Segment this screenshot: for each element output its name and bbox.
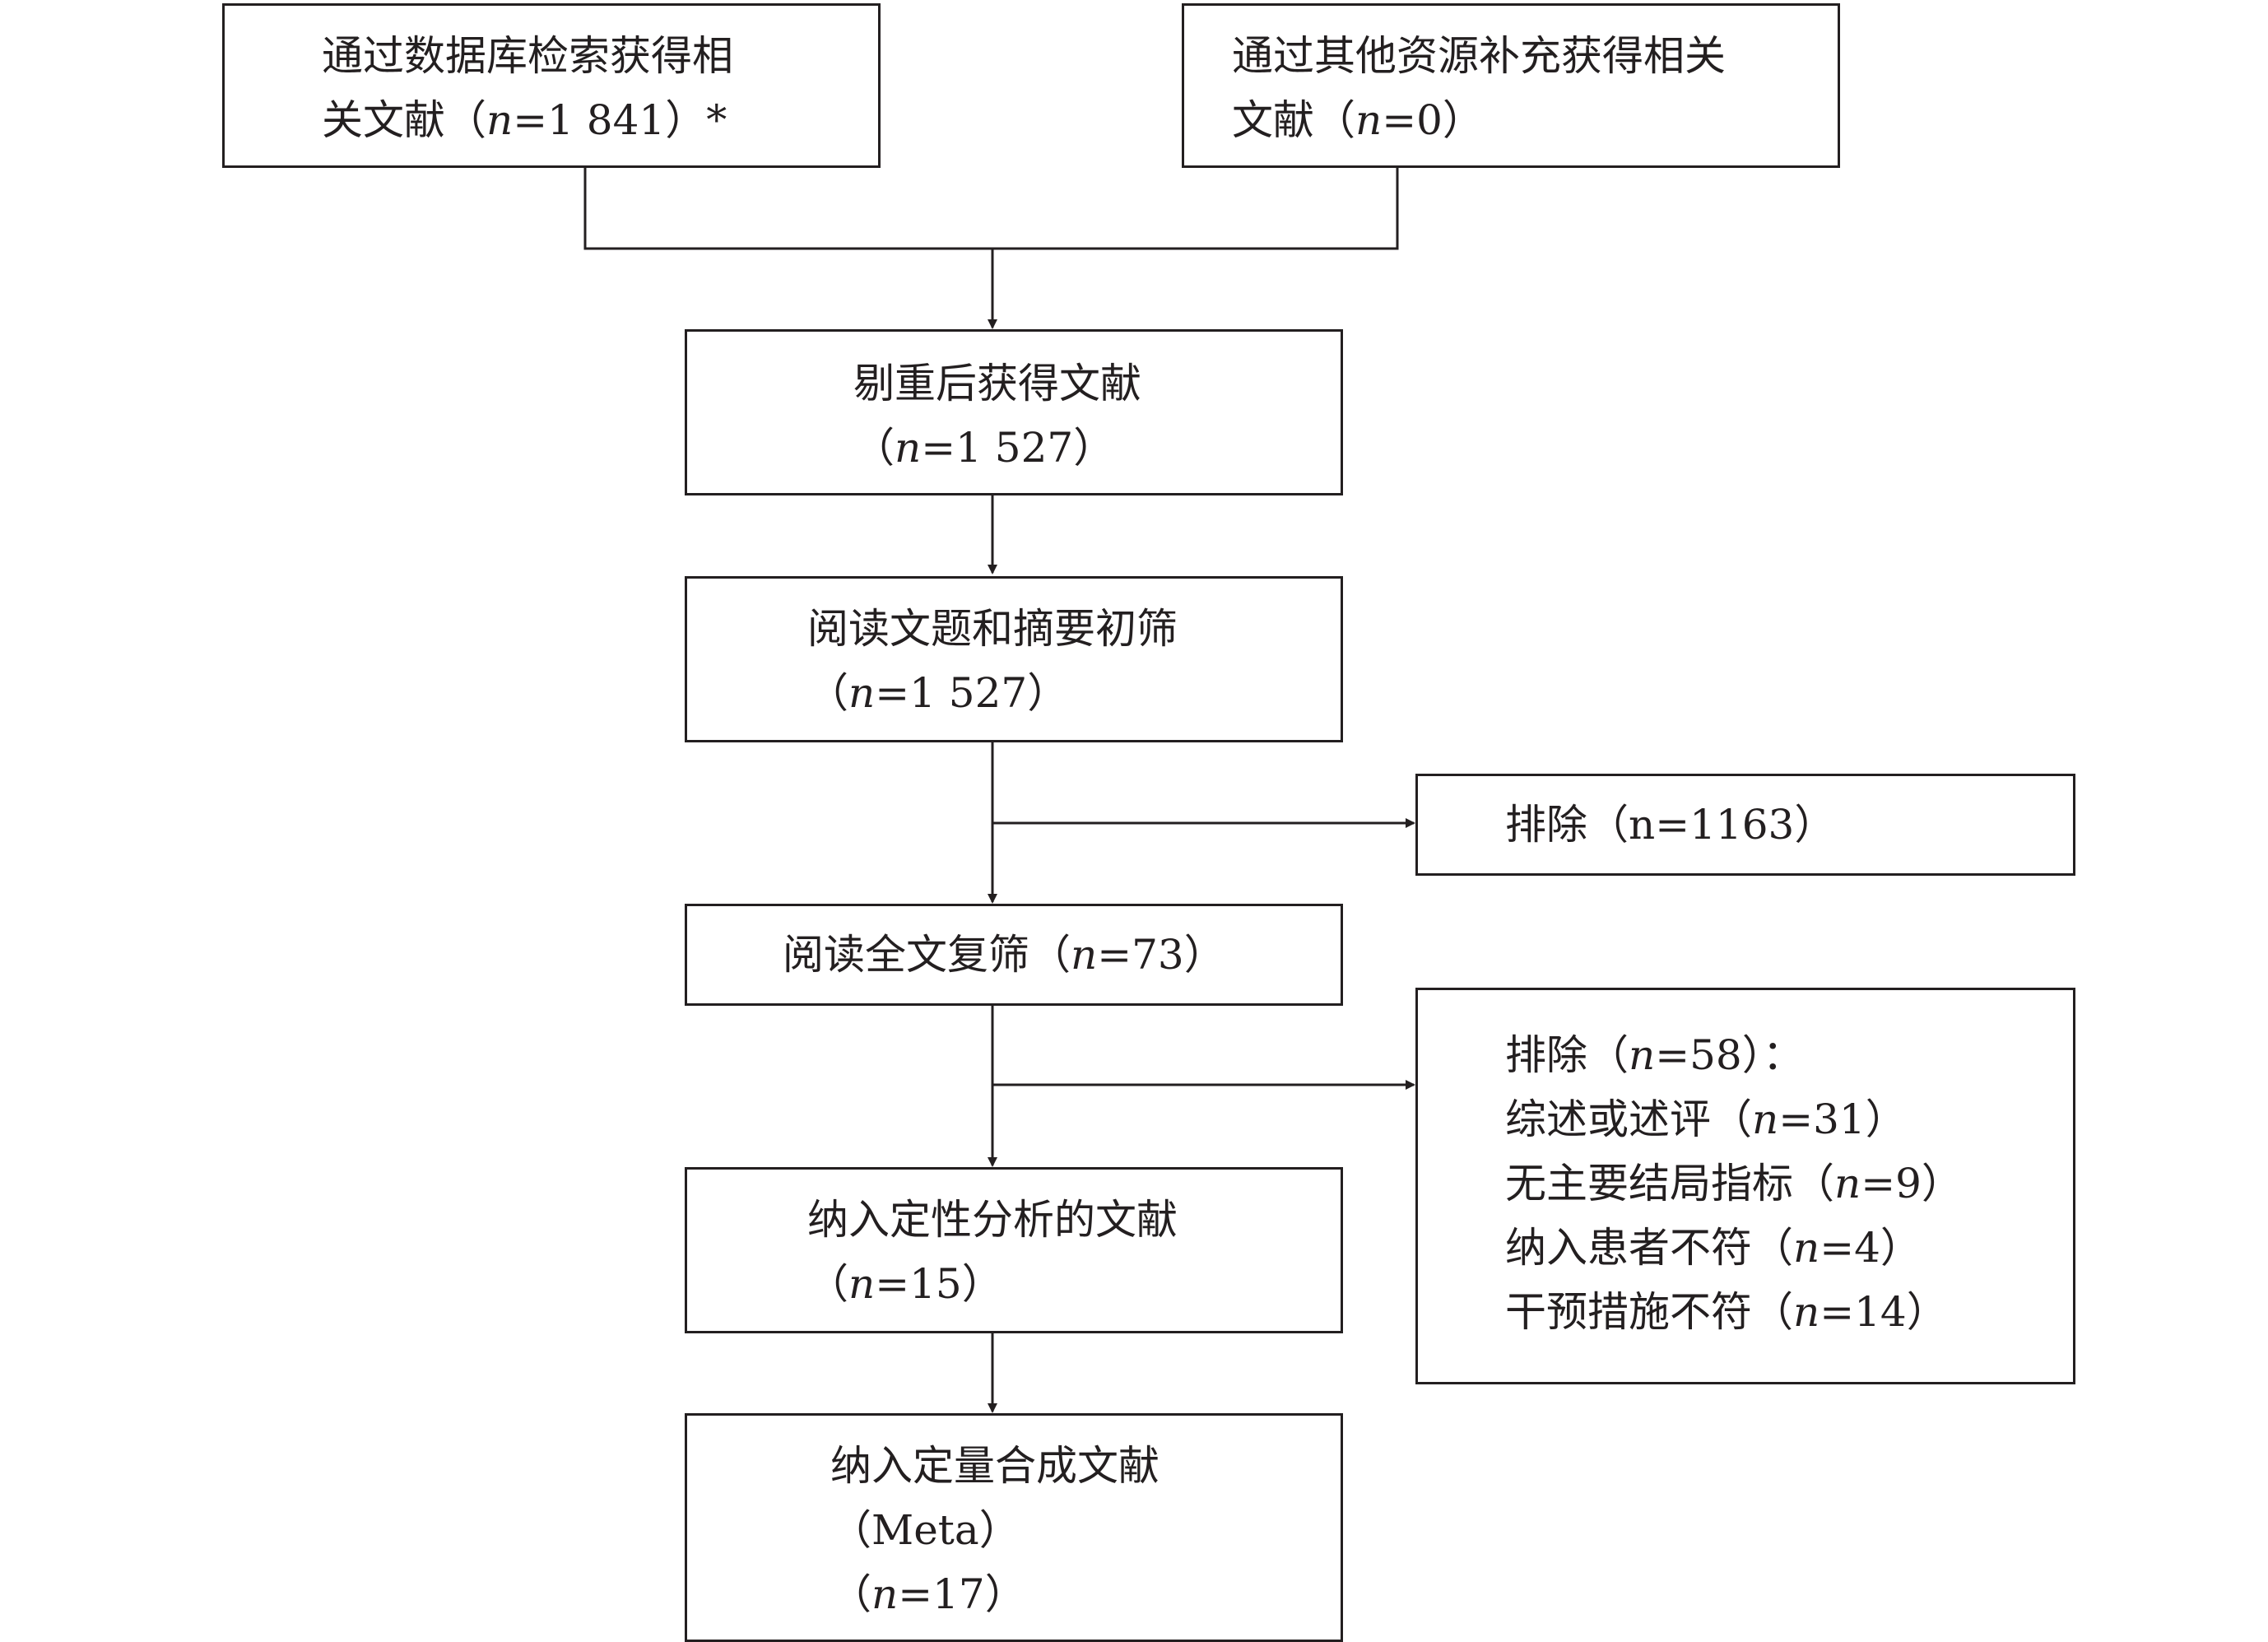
- exclusion-reason-count: =31）: [1778, 1095, 1907, 1143]
- excluded-1-label: 排除（n=1163）: [1505, 801, 1836, 849]
- excluded-2-box: 排除（n=58）： 综述或述评（n=31） 无主要结局指标（n=9） 纳入患者不…: [1415, 988, 2075, 1384]
- quantitative-line3-pre: （: [830, 1570, 871, 1618]
- dedup-line2: （n=1 527）: [853, 416, 1114, 480]
- db-search-n: n: [486, 96, 514, 144]
- quantitative-n: n: [871, 1570, 899, 1618]
- dedup-line1: 剔重后获得文献: [853, 360, 1141, 407]
- dedup-line2-pre: （: [853, 424, 895, 472]
- quantitative-count: =17）: [898, 1570, 1026, 1618]
- exclusion-reason-label: 干预措施不符（: [1505, 1288, 1793, 1336]
- quantitative-box: 纳入定量合成文献 （Meta） （n=17）: [685, 1413, 1343, 1642]
- qualitative-n: n: [848, 1260, 876, 1308]
- other-sources-line2: 文献（n=0）: [1232, 88, 1484, 152]
- title-abstract-line1: 阅读文题和摘要初筛: [807, 605, 1178, 653]
- exclusion-reason-label: 无主要结局指标（: [1505, 1160, 1834, 1207]
- exclusion-reason-count: =14）: [1820, 1288, 1948, 1336]
- exclusion-reason-count: =4）: [1820, 1224, 1922, 1272]
- dedup-n: n: [895, 424, 922, 472]
- exclusion-reason-n: n: [1793, 1288, 1820, 1336]
- qualitative-line2-pre: （: [807, 1260, 848, 1308]
- exclusion-reason-n: n: [1793, 1224, 1820, 1272]
- db-search-count: =1 841）*: [513, 96, 727, 144]
- db-search-line1: 通过数据库检索获得相: [322, 32, 733, 80]
- db-search-line2: 关文献（n=1 841）*: [322, 88, 727, 152]
- exclusion-reason-label: 综述或述评（: [1505, 1095, 1752, 1143]
- excluded-2-header-pre: 排除（: [1505, 1031, 1629, 1079]
- excluded-1-box: 排除（n=1163）: [1415, 774, 2075, 876]
- full-text-line1: 阅读全文复筛（n=73）: [783, 923, 1225, 987]
- qualitative-box: 纳入定性分析的文献 （n=15）: [685, 1167, 1343, 1333]
- title-abstract-box: 阅读文题和摘要初筛 （n=1 527）: [685, 576, 1343, 742]
- quantitative-line1: 纳入定量合成文献: [830, 1442, 1160, 1490]
- other-sources-count: =0）: [1382, 96, 1484, 144]
- qualitative-line2: （n=15）: [807, 1252, 1003, 1316]
- exclusion-reason-count: =9）: [1861, 1160, 1963, 1207]
- quantitative-line2: （Meta）: [830, 1506, 1020, 1554]
- connector-db-search-down: [583, 166, 1399, 250]
- exclusion-reason: 纳入患者不符（n=4）: [1505, 1216, 1922, 1280]
- exclusion-reason: 干预措施不符（n=14）: [1505, 1280, 1948, 1344]
- dedup-count: =1 527）: [921, 424, 1115, 472]
- qualitative-line1: 纳入定性分析的文献: [807, 1196, 1178, 1244]
- excluded-2-header-n: n: [1629, 1031, 1656, 1079]
- db-search-box: 通过数据库检索获得相 关文献（n=1 841）*: [222, 3, 881, 168]
- full-text-line1-pre: 阅读全文复筛（: [783, 931, 1071, 979]
- title-abstract-line2-pre: （: [807, 669, 848, 717]
- other-sources-line2-pre: 文献（: [1232, 96, 1355, 144]
- title-abstract-n: n: [848, 669, 876, 717]
- other-sources-box: 通过其他资源补充获得相关 文献（n=0）: [1182, 3, 1840, 168]
- exclusion-reason-n: n: [1834, 1160, 1861, 1207]
- exclusion-reason: 无主要结局指标（n=9）: [1505, 1151, 1963, 1216]
- other-sources-n: n: [1355, 96, 1383, 144]
- full-text-count: =73）: [1097, 931, 1225, 979]
- title-abstract-count: =1 527）: [875, 669, 1069, 717]
- excluded-2-header-count: =58）：: [1655, 1031, 1804, 1079]
- excluded-2-header: 排除（n=58）：: [1505, 1023, 1804, 1087]
- qualitative-count: =15）: [875, 1260, 1003, 1308]
- db-search-line2-pre: 关文献（: [322, 96, 486, 144]
- quantitative-line3: （n=17）: [830, 1562, 1026, 1626]
- full-text-n: n: [1071, 931, 1098, 979]
- exclusion-reason-n: n: [1752, 1095, 1779, 1143]
- dedup-box: 剔重后获得文献 （n=1 527）: [685, 329, 1343, 495]
- full-text-box: 阅读全文复筛（n=73）: [685, 904, 1343, 1006]
- other-sources-line1: 通过其他资源补充获得相关: [1232, 32, 1726, 80]
- title-abstract-line2: （n=1 527）: [807, 661, 1068, 725]
- exclusion-reason-label: 纳入患者不符（: [1505, 1224, 1793, 1272]
- exclusion-reason: 综述或述评（n=31）: [1505, 1087, 1907, 1151]
